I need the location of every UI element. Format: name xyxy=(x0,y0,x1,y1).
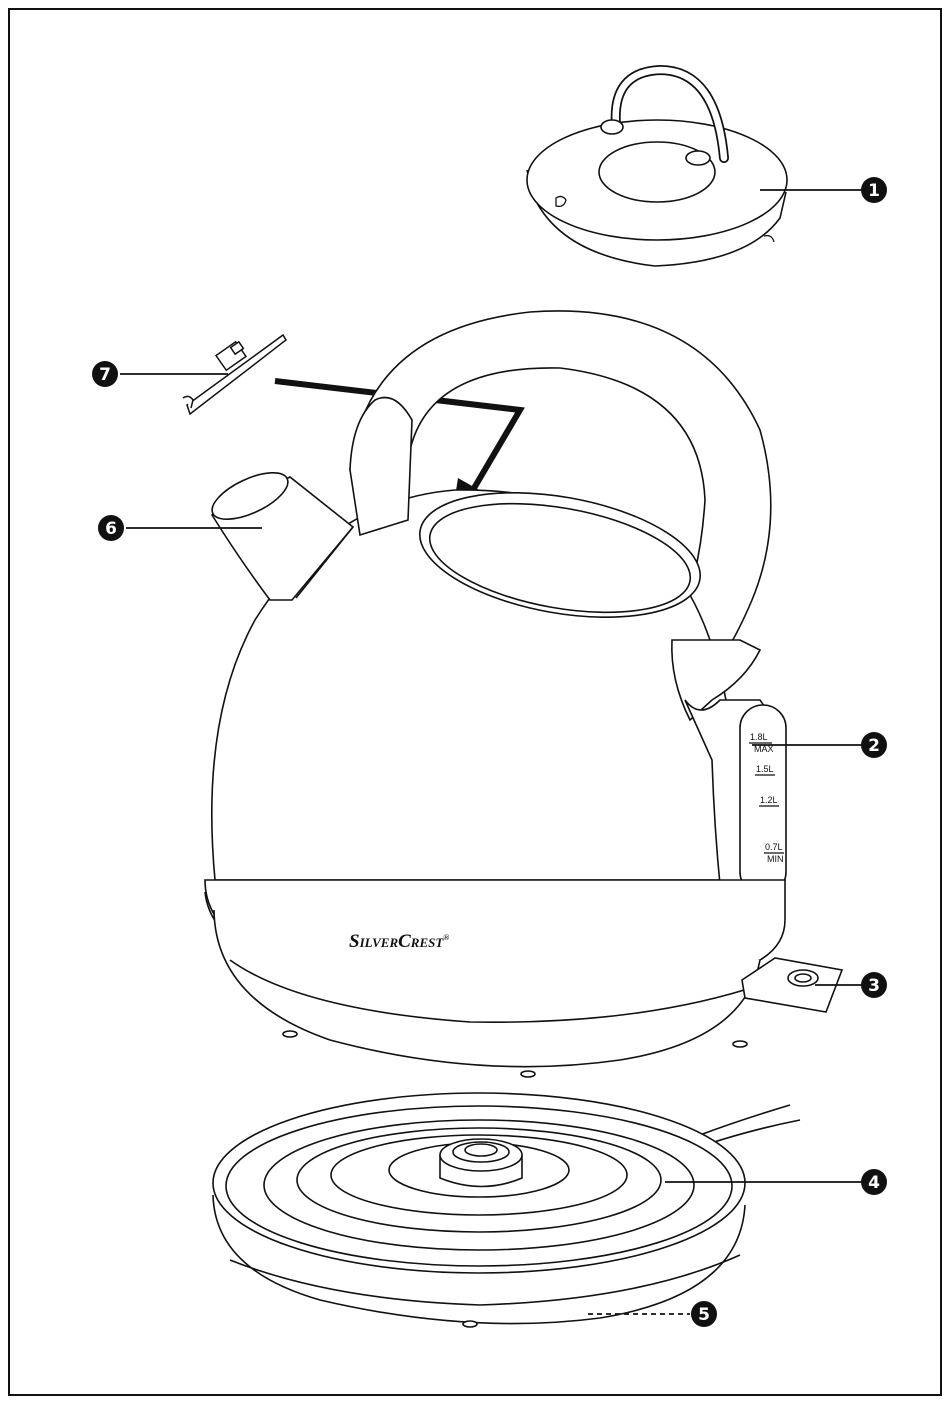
callout-5: 5 xyxy=(691,1301,717,1327)
svg-text:1: 1 xyxy=(868,181,880,201)
scale-mark-15: 1.5L xyxy=(756,764,774,774)
scale-max-value: 1.8L xyxy=(750,732,768,742)
svg-text:4: 4 xyxy=(868,1173,880,1193)
lid xyxy=(527,70,787,266)
svg-text:3: 3 xyxy=(868,976,880,996)
svg-text:5: 5 xyxy=(698,1305,710,1325)
svg-text:6: 6 xyxy=(105,519,117,539)
kettle-body xyxy=(205,311,842,1077)
callout-6: 6 xyxy=(98,515,124,541)
scale-min-label: MIN xyxy=(767,854,784,864)
callout-1: 1 xyxy=(861,177,887,203)
base-station xyxy=(213,1093,800,1327)
scale-mark-12: 1.2L xyxy=(760,795,778,805)
svg-text:2: 2 xyxy=(868,736,880,756)
callout-2: 2 xyxy=(861,732,887,758)
callout-4: 4 xyxy=(861,1169,887,1195)
svg-text:7: 7 xyxy=(99,365,111,385)
scale-min-value: 0.7L xyxy=(765,842,783,852)
callout-3: 3 xyxy=(861,972,887,998)
brand-logo: SILVERCREST® xyxy=(349,931,449,952)
callout-7: 7 xyxy=(92,361,118,387)
